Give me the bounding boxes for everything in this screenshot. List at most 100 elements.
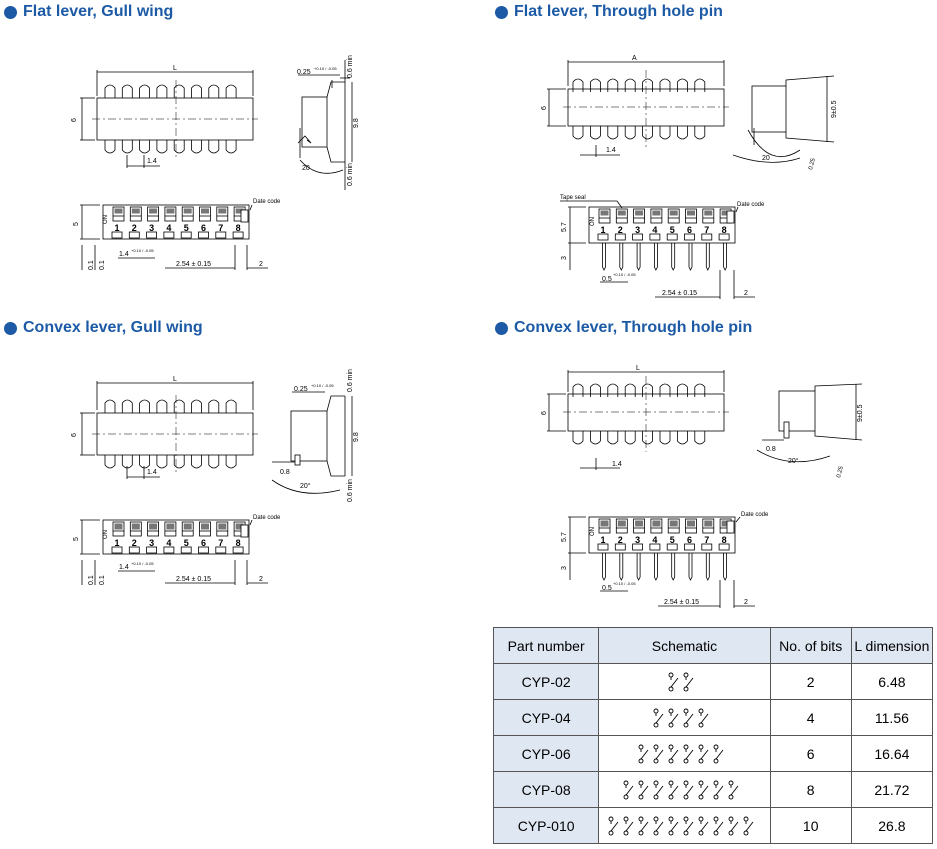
dim-2-54: 2.54 ± 0.15: [176, 261, 211, 268]
lead-pin: [572, 126, 584, 140]
switch-window: [702, 208, 715, 224]
dim-pitch-sup: +0.10 / -0.05: [131, 248, 154, 253]
cell-bits: 2: [769, 663, 852, 700]
contact-circle: [638, 780, 644, 785]
dim-angle: 20: [762, 155, 770, 162]
switch-lever: [183, 208, 192, 214]
dim-pitch-tol: 1.4: [119, 564, 129, 571]
switch-number: 4: [166, 223, 171, 233]
switch-schematic-icon: [623, 780, 739, 799]
dim-L: L: [173, 376, 177, 383]
through-hole-pin: [671, 243, 676, 271]
terminal-pad: [597, 233, 609, 241]
cell-bits: 10: [769, 807, 852, 844]
lead-pin: [624, 431, 636, 445]
switch-window: [685, 208, 697, 224]
lead-pin: [208, 399, 220, 413]
switch-number: 4: [166, 538, 171, 548]
lead-pin: [225, 140, 237, 154]
table-row: CYP-06 6 16.64: [492, 735, 934, 772]
lead-pin: [139, 399, 150, 413]
contact-circle: [653, 744, 659, 749]
switch-window: [147, 206, 160, 222]
terminal-pad: [632, 543, 643, 551]
col-bits: No. of bits: [769, 627, 852, 664]
contact-circle: [728, 794, 734, 799]
on-label: ON: [590, 217, 596, 226]
contact-circle: [683, 686, 689, 691]
switch-number: 7: [218, 538, 223, 548]
cell-schematic: [598, 807, 771, 844]
contact-circle: [683, 722, 689, 727]
dim-2: 2: [744, 290, 748, 297]
dim-gap-bot: 0.6 min: [347, 479, 354, 502]
lead-pin: [659, 383, 671, 397]
dim-9-8: 9.8: [353, 118, 360, 128]
switch-number: 3: [635, 225, 640, 235]
switch-lever: [600, 520, 609, 527]
switch-blade: [656, 785, 664, 795]
switch-window: [112, 206, 125, 222]
switch-blade: [686, 677, 694, 687]
switch-schematic-icon: [608, 816, 754, 835]
part-number-table: Part number Schematic No. of bits L dime…: [492, 627, 934, 844]
through-hole-pin: [671, 553, 676, 581]
switch-number: 7: [704, 225, 709, 235]
switch-number: 4: [652, 535, 657, 545]
on-label: ON: [103, 530, 109, 539]
contact-circle: [683, 780, 689, 785]
contact-circle: [698, 830, 704, 835]
contact-circle: [698, 794, 704, 799]
dim-6: 6: [541, 411, 548, 415]
switch-blade: [626, 785, 634, 795]
lead-pin: [607, 431, 619, 445]
date-code-label: Date code: [741, 512, 769, 518]
side-view-convex-gull: 0.25 +0.10 / -0.05 0.6 min 9.8 0.6 min 0…: [271, 369, 360, 502]
lead-pin: [694, 126, 706, 140]
lead-pin: [191, 399, 202, 413]
switch-lever: [600, 210, 609, 216]
cell-schematic: [598, 735, 771, 772]
lead-pin: [590, 383, 601, 397]
dim-5-7: 5.7: [561, 222, 568, 232]
switch-number: 2: [618, 535, 623, 545]
lead-pin: [156, 140, 168, 154]
switch-lever: [617, 210, 626, 216]
terminal-pad: [718, 543, 730, 551]
switch-lever: [652, 210, 661, 216]
dim-0-1b: 0.1: [99, 575, 106, 585]
lead-pin: [208, 455, 220, 469]
lead-pin: [572, 431, 584, 445]
lead-pin: [572, 78, 584, 92]
dim-0-1a: 0.1: [88, 575, 95, 585]
contact-circle: [683, 672, 689, 677]
dim-5: 5: [73, 537, 80, 541]
switch-blade: [716, 785, 724, 795]
contact-circle: [638, 744, 644, 749]
side-view-convex-through: 9±0.5 0.8 20° 0.25: [756, 383, 864, 479]
lead-pin: [191, 455, 202, 469]
contact-circle: [653, 758, 659, 763]
cell-l: 6.48: [850, 663, 934, 700]
switch-lever: [131, 208, 140, 214]
lead-pin: [208, 84, 220, 98]
lead-pin: [607, 78, 619, 92]
lead-pin: [225, 84, 237, 98]
table-row: CYP-04 4 11.56: [492, 699, 934, 736]
lead-pin: [156, 399, 168, 413]
dim-L: L: [636, 365, 640, 372]
lead-pin: [642, 126, 653, 140]
switch-blade: [656, 821, 664, 831]
switch-number: 1: [600, 535, 605, 545]
contact-circle: [698, 780, 704, 785]
dim-lead: 0.25: [808, 157, 817, 170]
lead-pin: [624, 126, 636, 140]
lead-pin: [139, 455, 150, 469]
dim-0-5: 0.5: [602, 276, 612, 283]
top-view-flat-through: A 6 1.4: [541, 55, 729, 157]
terminal-pad: [146, 231, 158, 239]
terminal-pad: [128, 546, 140, 554]
switch-number: 3: [635, 535, 640, 545]
